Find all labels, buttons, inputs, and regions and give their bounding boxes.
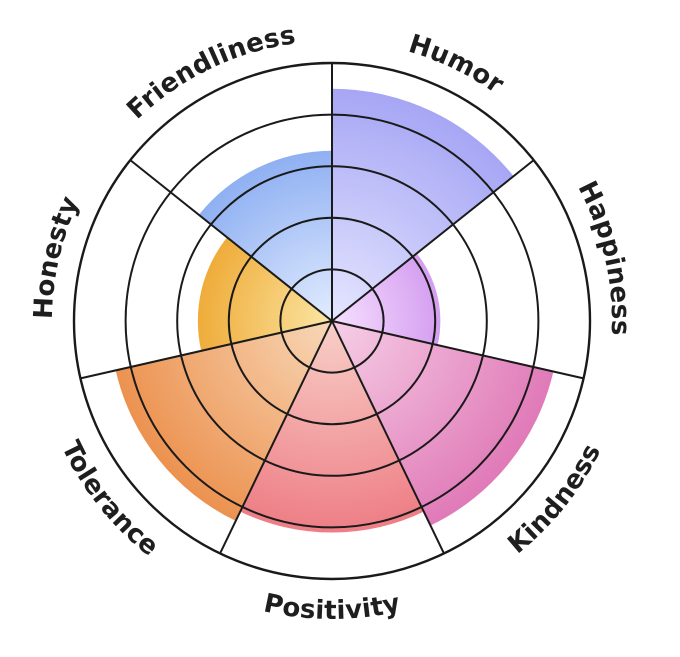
sectors-layer bbox=[115, 88, 554, 533]
axis-label-positivity: Positivity bbox=[261, 588, 403, 626]
grid-spoke-7 bbox=[129, 159, 333, 322]
axis-label-friendliness: Friendliness bbox=[121, 20, 297, 125]
axis-label-text: Humor bbox=[405, 29, 509, 100]
sector-honesty bbox=[197, 237, 332, 351]
axis-label-tolerance: Tolerance bbox=[55, 436, 164, 562]
sector-friendliness bbox=[198, 150, 332, 321]
sector-tolerance bbox=[115, 321, 333, 521]
axis-label-text: Honesty bbox=[29, 192, 85, 320]
grid-spoke-3 bbox=[331, 320, 584, 380]
sector-positivity bbox=[240, 321, 424, 533]
grid-spoke-2 bbox=[331, 159, 535, 322]
axis-label-text: Tolerance bbox=[55, 436, 164, 562]
axis-label-text: Friendliness bbox=[121, 20, 297, 125]
sector-humor bbox=[332, 88, 514, 321]
axis-label-humor: Humor bbox=[405, 29, 509, 100]
axis-label-honesty: Honesty bbox=[29, 192, 85, 320]
grid-spoke-6 bbox=[80, 320, 333, 380]
grid-layer bbox=[72, 61, 592, 581]
sector-happiness bbox=[332, 253, 441, 346]
sector-kindness bbox=[332, 321, 554, 526]
grid-spoke-5 bbox=[219, 320, 333, 554]
grid-spoke-4 bbox=[331, 320, 445, 554]
axis-label-text: Positivity bbox=[261, 588, 402, 626]
